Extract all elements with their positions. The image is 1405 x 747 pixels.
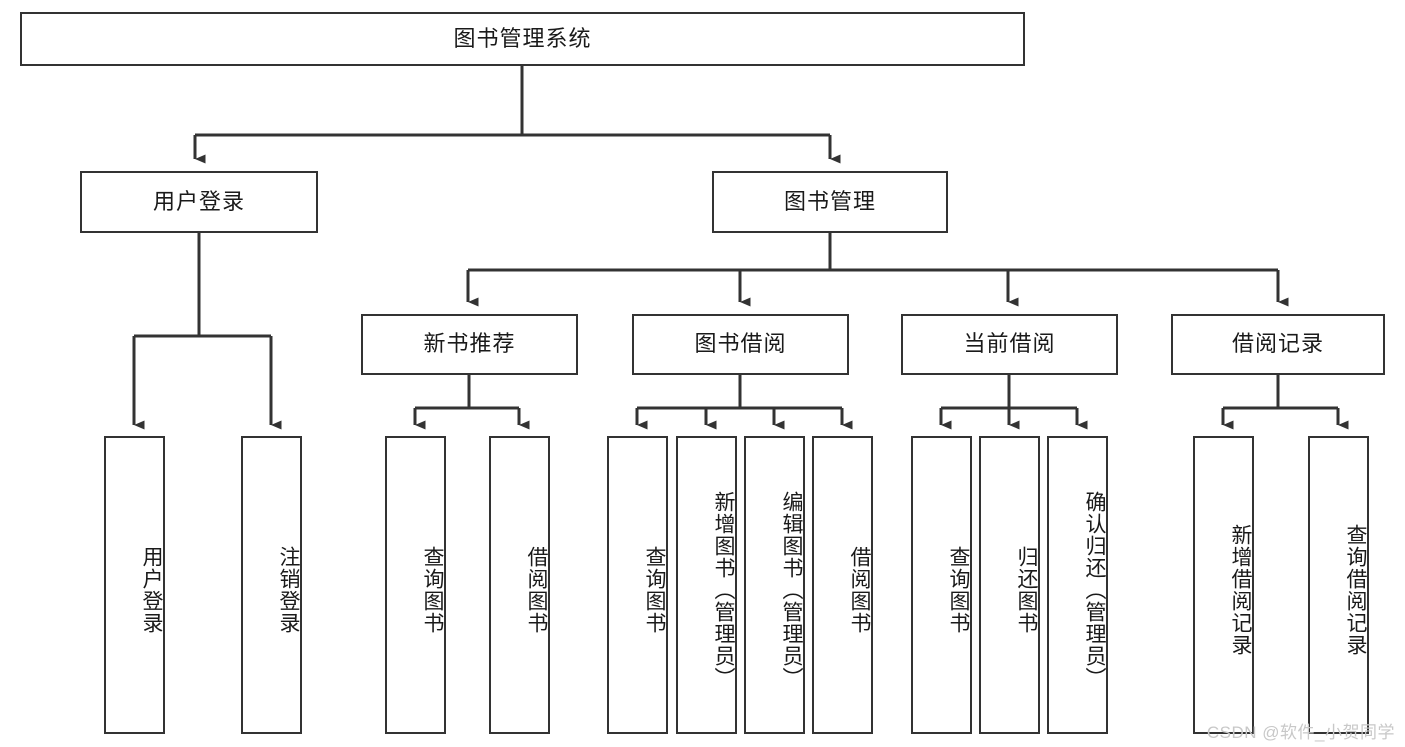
node-book-borrow-label: 图书借阅 [694,331,787,357]
leaf-logout[interactable]: 注销登录 [241,436,302,734]
leaf-query-book-1[interactable]: 查询图书 [385,436,446,734]
leaf-confirm-return-label: 确认归还（管理员） [1083,491,1106,689]
node-book-manage[interactable]: 图书管理 [712,171,948,233]
leaf-logout-label: 注销登录 [277,546,300,634]
leaf-borrow-book-2-label: 借阅图书 [848,546,871,634]
node-new-book-recommend[interactable]: 新书推荐 [361,314,578,375]
leaf-query-book-3[interactable]: 查询图书 [911,436,972,734]
leaf-user-login-label: 用户登录 [140,546,163,634]
leaf-add-book[interactable]: 新增图书（管理员） [676,436,737,734]
leaf-add-book-label: 新增图书（管理员） [712,491,735,689]
watermark-text: CSDN @软件_小贺同学 [1206,723,1395,742]
leaf-return-book-label: 归还图书 [1015,546,1038,634]
node-root-label: 图书管理系统 [453,25,592,51]
leaf-query-book-3-label: 查询图书 [947,546,970,634]
leaf-return-book[interactable]: 归还图书 [979,436,1040,734]
node-user-login-label: 用户登录 [152,188,245,214]
node-user-login[interactable]: 用户登录 [80,171,318,233]
node-book-borrow[interactable]: 图书借阅 [632,314,849,375]
leaf-user-login[interactable]: 用户登录 [104,436,165,734]
node-current-borrow[interactable]: 当前借阅 [901,314,1118,375]
leaf-query-book-1-label: 查询图书 [421,546,444,634]
node-borrow-record-label: 借阅记录 [1231,331,1324,357]
leaf-add-record-label: 新增借阅记录 [1229,524,1252,656]
leaf-edit-book[interactable]: 编辑图书（管理员） [744,436,805,734]
leaf-edit-book-label: 编辑图书（管理员） [780,491,803,689]
node-borrow-record[interactable]: 借阅记录 [1171,314,1385,375]
leaf-borrow-book-1[interactable]: 借阅图书 [489,436,550,734]
node-book-manage-label: 图书管理 [783,188,876,214]
leaf-query-record-label: 查询借阅记录 [1344,524,1367,656]
leaf-confirm-return[interactable]: 确认归还（管理员） [1047,436,1108,734]
node-root[interactable]: 图书管理系统 [20,12,1025,66]
leaf-add-record[interactable]: 新增借阅记录 [1193,436,1254,734]
node-current-borrow-label: 当前借阅 [963,331,1056,357]
leaf-borrow-book-1-label: 借阅图书 [525,546,548,634]
leaf-query-book-2[interactable]: 查询图书 [607,436,668,734]
leaf-query-record[interactable]: 查询借阅记录 [1308,436,1369,734]
leaf-borrow-book-2[interactable]: 借阅图书 [812,436,873,734]
leaf-query-book-2-label: 查询图书 [643,546,666,634]
node-new-book-recommend-label: 新书推荐 [423,331,516,357]
